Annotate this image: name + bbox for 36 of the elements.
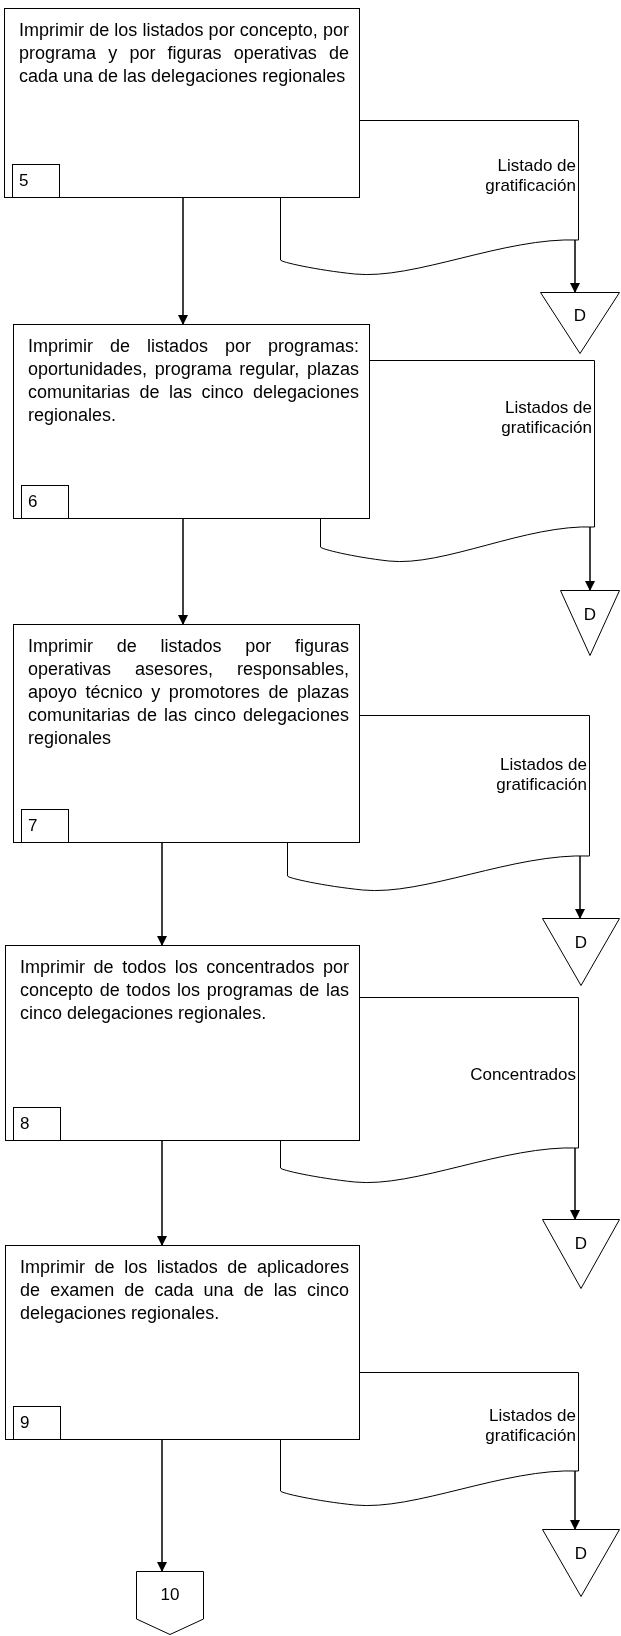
- off-page-connector: 10: [136, 1571, 204, 1635]
- process-box: [4, 8, 360, 198]
- process-box: [5, 1245, 360, 1440]
- arrow: [570, 1470, 580, 1530]
- document-label: Listados de gratificación: [500, 398, 592, 438]
- step-number: 6: [21, 485, 69, 519]
- step-description: Imprimir de listados por programas: oportunidades, programa regular, plazas comunitarias de las cinco delegaciones regionales.: [28, 335, 359, 427]
- step-description: Imprimir de los listados de aplicadores de examen de cada una de las cinco delegaciones regionales.: [20, 1256, 349, 1325]
- archive-triangle: D: [542, 1529, 620, 1597]
- arrow: [570, 239, 580, 293]
- step-number: 9: [13, 1406, 61, 1440]
- step-description: Imprimir de todos los concentrados por concepto de todos los programas de las cinco delegaciones regionales.: [20, 956, 349, 1025]
- arrow: [570, 1147, 580, 1220]
- document-label: Listado de gratificación: [484, 156, 576, 196]
- process-box: [5, 945, 360, 1141]
- process-box: [13, 624, 360, 843]
- process-box: [13, 324, 370, 519]
- document-label: Listados de gratificación: [484, 1406, 576, 1446]
- arrow: [585, 526, 595, 591]
- arrow: [157, 842, 167, 946]
- step-number: 8: [13, 1107, 61, 1141]
- arrow: [178, 518, 188, 625]
- step-number: 7: [21, 809, 69, 843]
- step-number: 5: [12, 164, 60, 198]
- arrow: [178, 197, 188, 325]
- arrow: [575, 855, 585, 919]
- arrow: [157, 1439, 167, 1572]
- archive-triangle: D: [542, 1219, 620, 1289]
- document-label: Concentrados: [469, 1065, 576, 1085]
- document-label: Listados de gratificación: [495, 755, 587, 795]
- archive-triangle: D: [560, 590, 620, 656]
- arrow: [157, 1140, 167, 1246]
- archive-triangle: D: [542, 918, 620, 986]
- step-description: Imprimir de los listados por concepto, por programa y por figuras operativas de cada una de las delegaciones regionales: [19, 19, 349, 88]
- archive-triangle: D: [540, 292, 620, 354]
- step-description: Imprimir de listados por figuras operativas asesores, responsables, apoyo técnico y promotores de plazas comunitarias de las cinco delegaciones regionales: [28, 635, 349, 750]
